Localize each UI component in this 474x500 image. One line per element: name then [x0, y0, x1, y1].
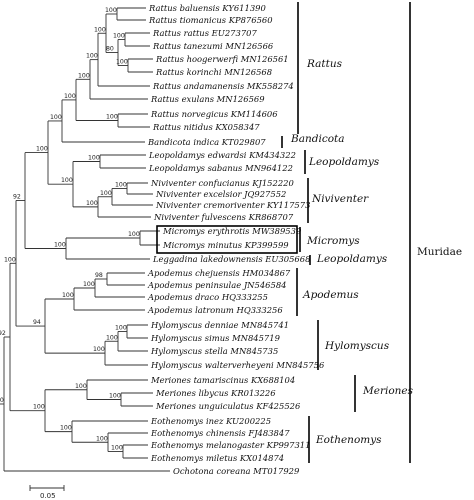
bootstrap-value: 100: [96, 435, 108, 442]
taxon-label: Meriones tamariscinus KX688104: [150, 375, 295, 385]
bootstrap-value: 100: [93, 346, 105, 353]
taxon-label: Niviventer excelsior JQ927552: [155, 189, 286, 199]
bootstrap-value: 100: [115, 325, 127, 332]
family-label-muridae: Muridae: [417, 246, 462, 258]
tree-branches: [0, 7, 170, 472]
taxon-label: Bandicota indica KT029807: [147, 137, 266, 147]
clade-label-micromys: Micromys: [306, 235, 360, 247]
taxon-label: Apodemus peninsulae JN546584: [147, 280, 287, 290]
bootstrap-value: 100: [4, 256, 16, 263]
bootstrap-value: 100: [60, 425, 72, 432]
bootstrap-value: 100: [78, 72, 90, 79]
bootstrap-value: 94: [33, 319, 41, 326]
bootstrap-value: 100: [86, 200, 98, 207]
taxon-label: Rattus hoogerwerfi MN126561: [155, 54, 289, 64]
taxon-label: Leopoldamys sabanus MN964122: [148, 163, 293, 173]
bootstrap-value: 100: [54, 242, 66, 249]
bootstrap-value: 100: [86, 53, 98, 60]
bootstrap-value: 80: [106, 46, 114, 53]
taxon-label: Hylomyscus simus MN845719: [150, 333, 281, 343]
taxon-label: Rattus baluensis KY611390: [148, 3, 266, 13]
bootstrap-value: 100: [75, 383, 87, 390]
taxon-label: Meriones libycus KR013226: [155, 388, 276, 398]
taxon-label: Niviventer cremoriventer KY117573: [155, 200, 310, 210]
bootstrap-value: 100: [83, 281, 95, 288]
taxon-label: Eothenomys miletus KX014874: [150, 453, 284, 463]
taxon-label: Leopoldamys edwardsi KM434322: [148, 150, 296, 160]
taxon-label: Rattus rattus EU273707: [152, 28, 257, 38]
bootstrap-value: 100: [36, 146, 48, 153]
clade-label-bandicota: Bandicota: [290, 133, 345, 145]
taxon-label: Rattus nitidus KX058347: [152, 122, 260, 132]
taxon-label: Eothenomys chinensis FJ483847: [150, 428, 290, 438]
taxon-label: Niviventer fulvescens KR868707: [153, 212, 294, 222]
clade-label-niviventer: Niviventer: [311, 193, 369, 205]
scale-bar-label: 0.05: [40, 492, 56, 500]
taxon-label: Eothenomys melanogaster KP997311: [150, 440, 310, 450]
taxon-label: Meriones unguiculatus KF425526: [155, 401, 301, 411]
clade-label-rattus: Rattus: [306, 58, 343, 70]
taxon-label: Apodemus draco HQ333255: [147, 292, 268, 302]
taxon-label: Hylomyscus stella MN845735: [150, 346, 278, 356]
taxon-label: Apodemus latronum HQ333256: [147, 305, 283, 315]
bootstrap-value: 100: [111, 445, 123, 452]
bootstrap-value: 92: [13, 194, 21, 201]
bootstrap-value: 100: [105, 7, 117, 14]
bootstrap-value: 100: [50, 114, 62, 121]
taxon-label: Micromys erythrotis MW389539: [162, 226, 302, 236]
taxon-label: Leggadina lakedownensis EU305668: [152, 254, 311, 264]
taxon-label: Rattus norvegicus KM114606: [150, 109, 278, 119]
clade-brackets: [281, 2, 411, 463]
taxon-label: Rattus tanezumi MN126566: [152, 41, 274, 51]
bootstrap-value: 100: [61, 177, 73, 184]
bootstrap-value: 100: [64, 93, 76, 100]
taxon-label: Eothenomys inez KU200225: [150, 416, 271, 426]
taxon-label: Ochotona coreana MT017929: [173, 466, 300, 476]
taxon-label: Rattus korinchi MN126568: [155, 67, 273, 77]
bootstrap-value: 98: [95, 272, 103, 279]
taxon-label: Rattus exulans MN126569: [150, 94, 265, 104]
taxon-label: Micromys minutus KP399599: [162, 240, 289, 250]
bootstrap-value: 100: [33, 404, 45, 411]
taxon-label: Rattus andamanensis MK558274: [152, 81, 294, 91]
clade-label-meriones: Meriones: [362, 385, 414, 397]
clade-label-leopoldamys-2: Leopoldamys: [316, 253, 388, 265]
bootstrap-value: 100: [128, 231, 140, 238]
taxon-label: Rattus tiomanicus KP876560: [148, 15, 273, 25]
bootstrap-value: 100: [116, 59, 128, 66]
bootstrap-value: 100: [115, 182, 127, 189]
taxon-label: Apodemus chejuensis HM034867: [147, 268, 291, 278]
bootstrap-value: 100: [106, 334, 118, 341]
clade-label-hylomyscus: Hylomyscus: [324, 340, 390, 352]
taxon-label: Niviventer confucianus KJ152220: [150, 178, 294, 188]
bootstrap-value: 100: [62, 292, 74, 299]
taxon-label: Hylomyscus denniae MN845741: [150, 320, 289, 330]
bootstrap-value: 100: [106, 114, 118, 121]
bootstrap-value: 100: [113, 33, 125, 40]
bootstrap-values: 1001001008010010010010010010010010010010…: [0, 7, 140, 452]
clade-label-apodemus: Apodemus: [302, 289, 359, 301]
bootstrap-value: 100: [94, 26, 106, 33]
taxon-label: Hylomyscus walterverheyeni MN845756: [150, 360, 325, 370]
bootstrap-value: 100: [88, 155, 100, 162]
bootstrap-value: 92: [0, 330, 6, 337]
bootstrap-value: 100: [0, 397, 4, 404]
bootstrap-value: 100: [109, 393, 121, 400]
bootstrap-value: 100: [100, 190, 112, 197]
micromys-highlight-box: [156, 225, 298, 254]
clade-label-eothenomys: Eothenomys: [315, 434, 382, 446]
clade-label-leopoldamys: Leopoldamys: [308, 156, 380, 168]
